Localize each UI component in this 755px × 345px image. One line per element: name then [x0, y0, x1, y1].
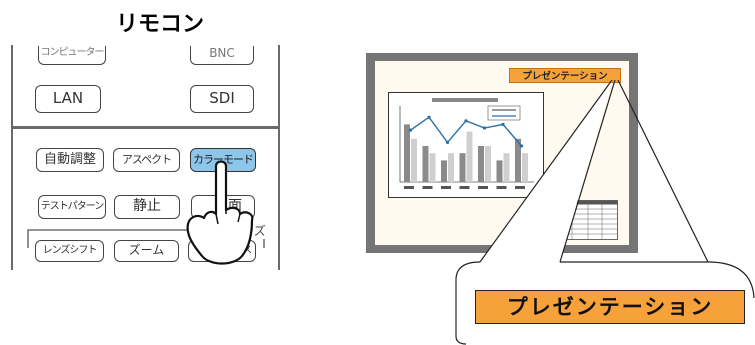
- chart-bar-series1: [422, 146, 429, 182]
- chart-x-tick: [404, 186, 414, 189]
- chart-bar-series1: [404, 124, 410, 182]
- chart-bar-series2: [466, 131, 473, 182]
- chart-x-tick: [515, 186, 525, 189]
- color-mode-button[interactable]: カラーモード: [190, 148, 256, 172]
- chart-bar-series1: [459, 153, 466, 182]
- chart-bar-series2: [503, 153, 510, 182]
- chart-bar-series2: [411, 138, 417, 182]
- chart-line-point: [427, 115, 431, 119]
- remote-left-edge: [11, 45, 13, 270]
- chart-line-point: [408, 128, 413, 132]
- osd-color-mode-small: プレゼンテーション: [509, 68, 621, 83]
- auto-adjust-button[interactable]: 自動調整: [36, 148, 104, 172]
- chart-line-point: [445, 140, 450, 144]
- remote-heading: リモコン: [115, 12, 204, 37]
- chart-x-tick: [478, 186, 488, 189]
- chart-line-point: [501, 122, 505, 126]
- osd-color-mode-enlarged: プレゼンテーション: [475, 290, 745, 324]
- chart-bar-series2: [448, 153, 454, 182]
- chart-bar-series1: [441, 160, 447, 182]
- test-pattern-button[interactable]: テストパターン: [38, 195, 106, 219]
- zoom-button[interactable]: ズーム: [114, 240, 179, 262]
- remote-divider: [11, 126, 280, 129]
- chart-x-tick: [441, 186, 451, 189]
- chart-line-point: [482, 126, 487, 130]
- chart-bar-series1: [515, 138, 521, 182]
- sdi-button[interactable]: SDI: [190, 85, 254, 113]
- freeze-button[interactable]: 静止: [114, 195, 180, 219]
- chart-x-tick: [422, 186, 433, 189]
- sample-presentation-chart: [388, 92, 544, 198]
- aspect-button[interactable]: アスペクト: [113, 148, 180, 172]
- chart-bar-series1: [478, 146, 484, 182]
- chart-line-point: [464, 119, 468, 123]
- chart-bar-series2: [485, 146, 491, 182]
- chart-bar-series1: [496, 160, 503, 182]
- remote-right-edge: [278, 45, 280, 270]
- lan-button[interactable]: LAN: [35, 85, 101, 113]
- pressing-hand-icon: [186, 160, 254, 265]
- chart-line-point: [519, 144, 524, 148]
- chart-bar-series2: [429, 153, 436, 182]
- chart-bar-series2: [522, 153, 528, 182]
- chart-x-tick: [496, 186, 507, 189]
- computer-button[interactable]: コンピューター: [38, 46, 106, 65]
- bnc-button[interactable]: BNC: [190, 46, 254, 65]
- lens-shift-button[interactable]: レンズシフト: [35, 240, 104, 262]
- callout-balloon: [455, 79, 755, 345]
- chart-x-tick: [459, 186, 470, 189]
